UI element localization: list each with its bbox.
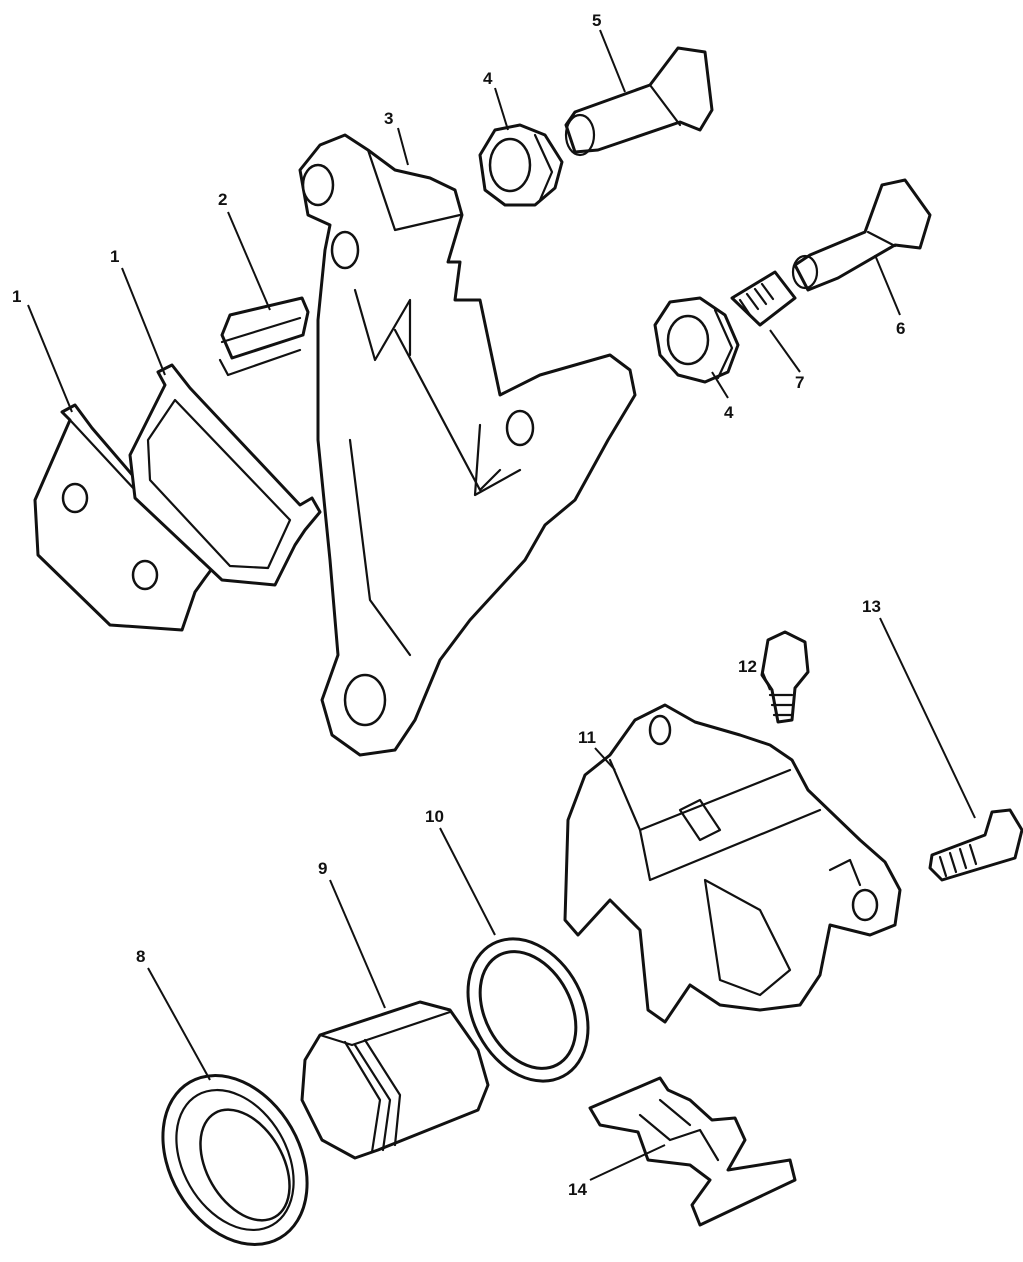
callout-6: 6 (896, 319, 905, 338)
callout-1-inner-pad: 1 (110, 247, 119, 266)
piston (300, 1000, 490, 1160)
callout-labels: 1 1 2 3 4 5 6 7 4 8 9 10 11 12 13 14 (12, 11, 905, 1199)
callout-5: 5 (592, 11, 601, 30)
callout-13: 13 (862, 597, 881, 616)
callout-11: 11 (578, 728, 596, 747)
guide-pin-upper (564, 46, 714, 157)
guide-pin-lower (791, 178, 932, 292)
mounting-bolt (928, 808, 1023, 882)
pin-sleeve (730, 270, 797, 327)
callout-3: 3 (384, 109, 393, 128)
callout-8: 8 (136, 947, 145, 966)
pad-spring-clip (218, 296, 310, 377)
callout-14: 14 (568, 1180, 587, 1199)
callout-1-outer-pad: 1 (12, 287, 21, 306)
callout-7: 7 (795, 373, 804, 392)
guide-pin-boot-lower (653, 296, 740, 384)
dust-seal (161, 1074, 309, 1246)
callout-10: 10 (425, 807, 444, 826)
caliper-bracket (298, 133, 637, 757)
guide-pin-boot-upper (478, 123, 564, 207)
leader-lines (27, 29, 976, 1181)
piston-seal (466, 937, 590, 1083)
callout-12: 12 (738, 657, 757, 676)
anti-rattle-spring (588, 1076, 797, 1227)
callout-4-upper: 4 (483, 69, 493, 88)
caliper-body (563, 703, 902, 1024)
callout-2: 2 (218, 190, 227, 209)
brake-pad-inner (128, 363, 322, 587)
bleed-screw (760, 630, 810, 724)
callout-9: 9 (318, 859, 327, 878)
callout-4-lower: 4 (724, 403, 734, 422)
